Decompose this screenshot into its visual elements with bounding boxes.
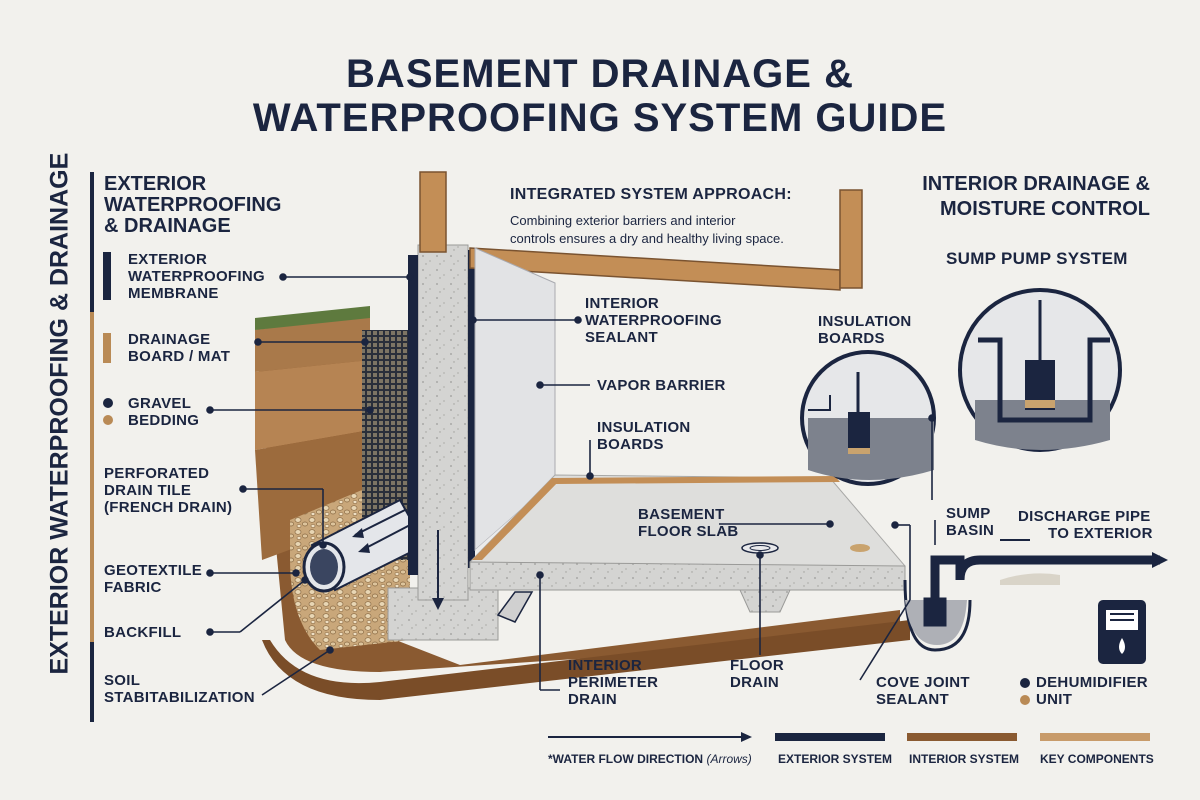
label-soil-line1: SOIL <box>104 672 141 689</box>
label-insulation-zoom-line1: INSULATION <box>818 313 912 330</box>
label-geotextile-line2: FABRIC <box>104 579 162 596</box>
zoom-circle-insulation <box>800 350 936 486</box>
label-sump-basin-line1: SUMP <box>946 505 991 522</box>
label-drain-tile-line3: (FRENCH DRAIN) <box>104 499 233 516</box>
drain-pipe <box>302 498 427 593</box>
label-floor-slab-line2: FLOOR SLAB <box>638 523 739 540</box>
dehumidifier-tan-dot <box>1020 695 1030 705</box>
label-gravel: GRAVEL <box>128 395 192 412</box>
label-membrane-line1: EXTERIOR <box>128 251 208 268</box>
label-vapor-barrier: VAPOR BARRIER <box>597 377 726 394</box>
leader-lines <box>206 273 936 696</box>
label-membrane-line3: MEMBRANE <box>128 285 219 302</box>
label-sealant-line3: SEALANT <box>585 329 658 346</box>
foundation-wall <box>387 244 499 641</box>
exterior-heading-line2: WATERPROOFING <box>104 194 282 216</box>
label-dehumidifier-unit: UNIT <box>1036 691 1073 708</box>
integrated-text-line2: controls ensures a dry and healthy livin… <box>510 231 784 246</box>
label-dehumidifier: DEHUMIDIFIER <box>1036 674 1148 691</box>
sump-system <box>903 539 1168 652</box>
dehumidifier-navy-dot <box>1020 678 1030 688</box>
zoom-circle-sump <box>958 288 1122 452</box>
label-floor-drain-line2: DRAIN <box>730 674 779 691</box>
label-drainage-board-line2: BOARD / MAT <box>128 348 231 365</box>
label-bedding: BEDDING <box>128 412 200 429</box>
legend-water-flow-note: (Arrows) <box>706 752 752 766</box>
integrated-text-line1: Combining exterior barriers and interior <box>510 213 736 228</box>
label-drain-tile-line1: PERFORATED <box>104 465 210 482</box>
soil-section <box>255 306 910 700</box>
label-soil-line2: STABITABILIZATION <box>104 689 255 706</box>
label-geotextile-line1: GEOTEXTILE <box>104 562 203 579</box>
sump-system-heading: SUMP PUMP SYSTEM <box>946 249 1128 268</box>
interior-room <box>469 247 906 623</box>
page-title-line2: WATERPROOFING SYSTEM GUIDE <box>252 96 948 140</box>
label-perimeter-drain-line2: PERIMETER <box>568 674 659 691</box>
label-sump-basin-line2: BASIN <box>946 522 995 539</box>
label-backfill: BACKFILL <box>104 624 182 641</box>
dehumidifier-icon <box>1098 600 1146 664</box>
label-drain-tile-line2: DRAIN TILE <box>104 482 192 499</box>
label-membrane-line2: WATERPROOFING <box>128 268 265 285</box>
legend-water-flow: *WATER FLOW DIRECTION (Arrows) <box>548 752 752 766</box>
legend-lines <box>548 732 1150 742</box>
label-perimeter-drain-line3: DRAIN <box>568 691 617 708</box>
legend-exterior-system: EXTERIOR SYSTEM <box>778 752 893 766</box>
page-title-line1: BASEMENT DRAINAGE & <box>346 52 854 96</box>
legend-interior-system: INTERIOR SYSTEM <box>909 752 1020 766</box>
label-insulation-zoom-line2: BOARDS <box>818 330 885 347</box>
label-insulation-line2: BOARDS <box>597 436 664 453</box>
interior-heading-line2: MOISTURE CONTROL <box>940 198 1150 220</box>
legend-key-components: KEY COMPONENTS <box>1040 752 1154 766</box>
label-cove-joint-line2: SEALANT <box>876 691 949 708</box>
label-sealant-line2: WATERPROOFING <box>585 312 722 329</box>
label-discharge-line1: DISCHARGE PIPE <box>1018 508 1151 525</box>
left-color-bars <box>90 172 113 722</box>
exterior-heading-line3: & DRAINAGE <box>104 215 231 237</box>
label-floor-slab-line1: BASEMENT <box>638 506 725 523</box>
wood-framing <box>419 171 863 291</box>
integrated-heading: INTEGRATED SYSTEM APPROACH: <box>510 186 792 203</box>
label-cove-joint-line1: COVE JOINT <box>876 674 970 691</box>
legend-water-flow-label: *WATER FLOW DIRECTION <box>548 752 704 766</box>
label-sealant-line1: INTERIOR <box>585 295 660 312</box>
exterior-heading-line1: EXTERIOR <box>104 173 207 195</box>
label-perimeter-drain-line1: INTERIOR <box>568 657 643 674</box>
label-discharge-line2: TO EXTERIOR <box>1048 525 1153 542</box>
label-insulation-line1: INSULATION <box>597 419 691 436</box>
interior-heading-line1: INTERIOR DRAINAGE & <box>922 173 1150 195</box>
label-drainage-board-line1: DRAINAGE <box>128 331 211 348</box>
label-floor-drain-line1: FLOOR <box>730 657 784 674</box>
